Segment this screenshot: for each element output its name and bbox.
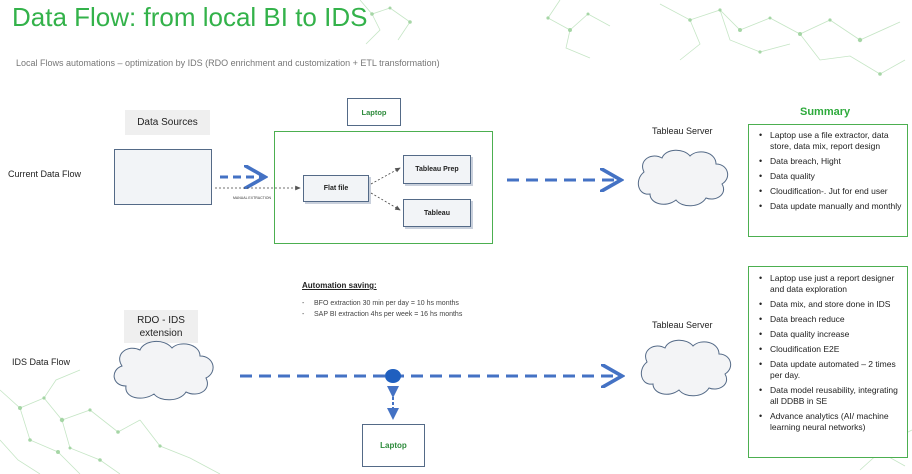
laptop-header: Laptop [347,98,401,126]
manual-extraction-label: MANUAL EXTRACTION [233,196,271,200]
summary-ids-item: Data mix, and store done in IDS [757,299,903,310]
data-sources-label: Data Sources [125,110,210,135]
ids-flow-label: IDS Data Flow [12,357,71,367]
summary-title: Summary [800,106,851,118]
tableau-prep-box: Tableau Prep [403,155,471,184]
rdo-ids-extension-label: RDO - IDS extension [124,310,198,343]
tableau-box: Tableau [403,199,471,227]
summary-current-item: Cloudification-. Jut for end user [757,186,903,197]
summary-current-item: Data update manually and monthly [757,201,903,212]
page-title: Data Flow: from local BI to IDS [12,2,368,32]
summary-current-item: Laptop use a file extractor, data store,… [757,130,903,152]
automation-item: SAP BI extraction 4hs per week = 16 hs m… [302,309,462,320]
summary-ids-item: Data update automated – 2 times per day. [757,359,903,381]
summary-ids-item: Data model reusability, integrating all … [757,385,903,407]
data-sources-box [114,149,212,205]
summary-ids-item: Cloudification E2E [757,344,903,355]
current-flow-label: Current Data Flow [8,169,82,179]
flat-file-box: Flat file [303,175,369,202]
summary-ids-box: Laptop use just a report designer and da… [748,266,908,458]
summary-current-item: Data quality [757,171,903,182]
summary-ids-item: Laptop use just a report designer and da… [757,273,903,295]
summary-current-box: Laptop use a file extractor, data store,… [748,124,908,237]
summary-ids-item: Advance analytics (AI/ machine learning … [757,411,903,433]
automation-item: BFO extraction 30 min per day = 10 hs mo… [302,298,462,309]
summary-ids-item: Data quality increase [757,329,903,340]
automation-title: Automation saving: [302,281,377,290]
summary-current-item: Data breach, Hight [757,156,903,167]
page-subtitle: Local Flows automations – optimization b… [16,58,440,68]
summary-ids-item: Data breach reduce [757,314,903,325]
automation-list: BFO extraction 30 min per day = 10 hs mo… [302,298,462,320]
tableau-server-label-current: Tableau Server [652,126,713,136]
laptop-box-ids: Laptop [362,424,425,467]
tableau-server-label-ids: Tableau Server [652,320,713,330]
